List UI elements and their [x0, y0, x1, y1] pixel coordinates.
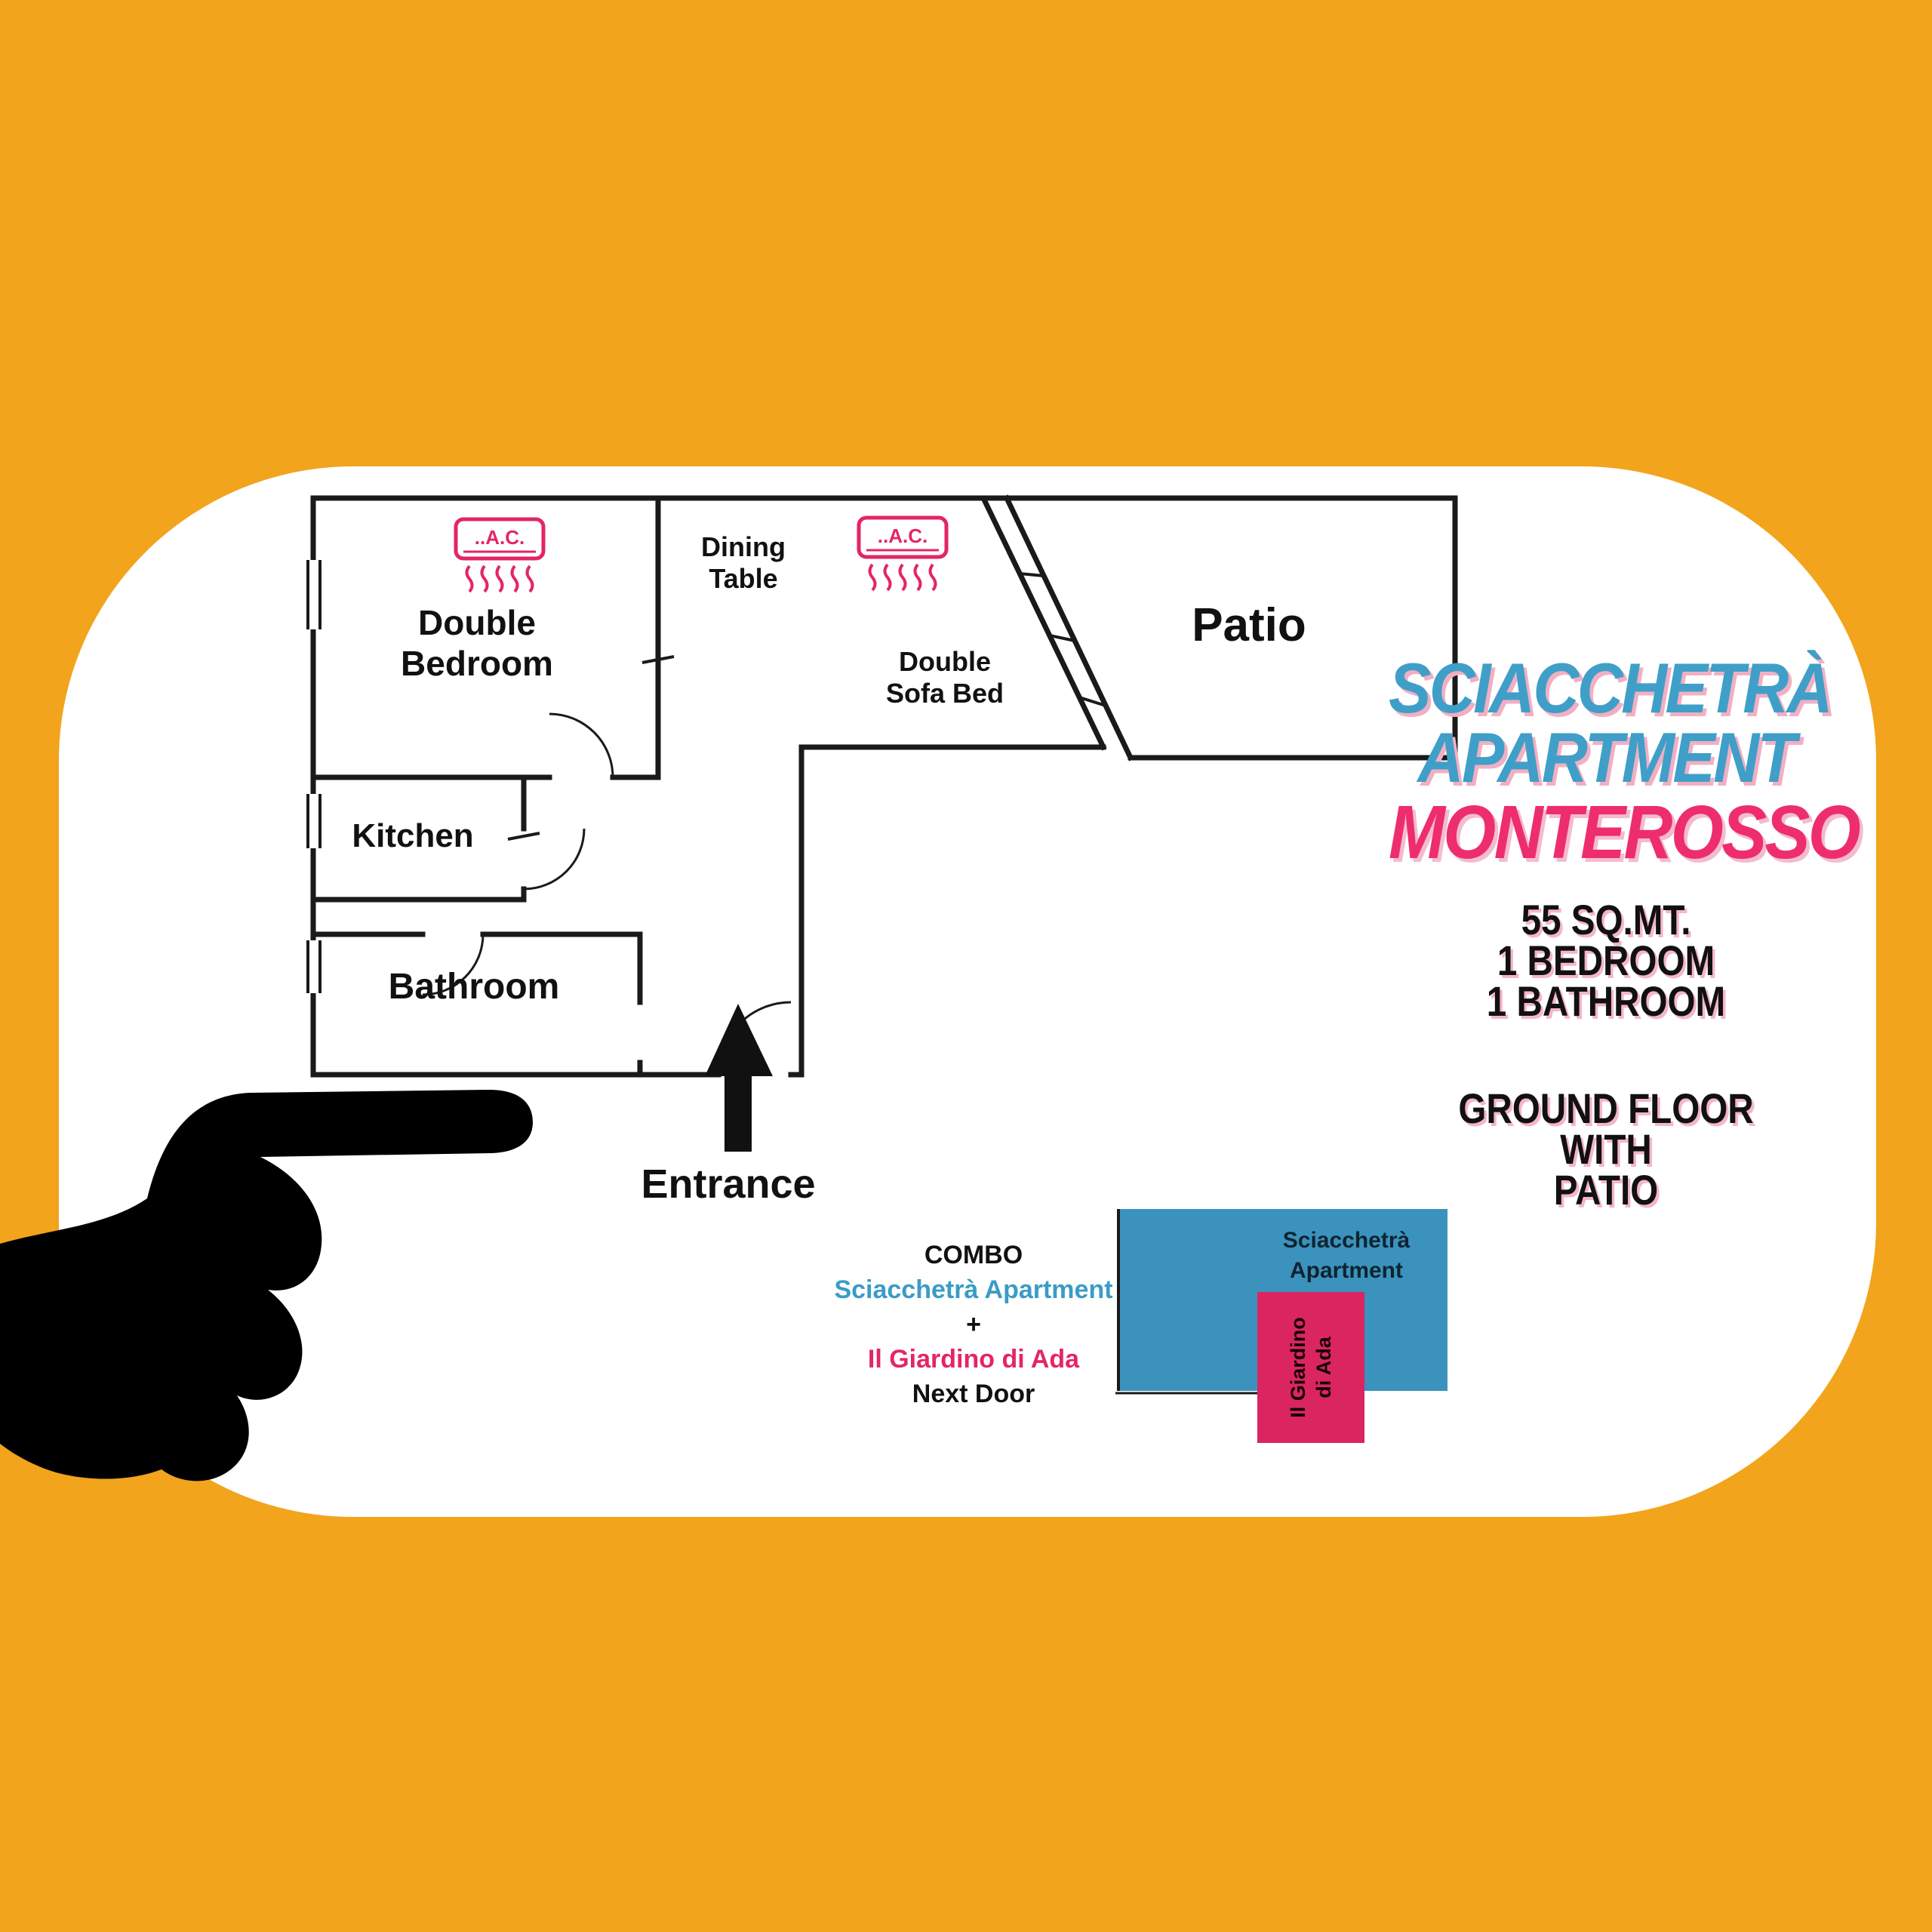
ac-unit-icon: ..A.C. — [856, 515, 949, 604]
entrance-label: Entrance — [641, 1161, 816, 1207]
combo-apartment-name: Sciacchetrà Apartment — [834, 1275, 1113, 1304]
room-label-dining-table: Dining Table — [701, 531, 786, 595]
entrance-arrow-icon — [705, 1004, 773, 1152]
pointing-hand-icon — [0, 1090, 533, 1481]
mini-map-label-line: di Ada — [1312, 1337, 1335, 1398]
combo-note: Next Door — [912, 1380, 1035, 1408]
room-label-line: Table — [709, 563, 778, 595]
spec-bathrooms: 1 BATHROOM — [1486, 977, 1726, 1025]
room-label-line: Bedroom — [401, 644, 553, 684]
ac-airflow-icon — [868, 563, 937, 592]
spec-bedrooms: 1 BEDROOM — [1497, 937, 1715, 984]
combo-plus: + — [966, 1310, 981, 1339]
room-label-line: Sofa Bed — [885, 678, 1004, 709]
floor-info-line3: PATIO — [1553, 1166, 1659, 1214]
floorplan-card — [59, 466, 1876, 1517]
room-label-patio: Patio — [1192, 599, 1306, 651]
room-label-line: Dining — [701, 531, 786, 562]
mini-map-label-line: Il Giardino — [1286, 1317, 1309, 1418]
floor-info-line2: WITH — [1560, 1125, 1652, 1173]
title-apartment-name-line2: APARTMENT — [1417, 718, 1797, 797]
room-label-bathroom: Bathroom — [388, 967, 560, 1007]
floor-info-line1: GROUND FLOOR — [1458, 1084, 1754, 1132]
mini-map-label-line: Sciacchetrà — [1282, 1228, 1411, 1253]
mini-map-garden-rect: Il Giardino di Ada — [1257, 1292, 1364, 1443]
combo-garden-name: Il Giardino di Ada — [867, 1345, 1080, 1374]
floor-plan-details — [507, 572, 1106, 841]
combo-block: COMBO Sciacchetrà Apartment + Il Giardin… — [826, 1238, 1121, 1411]
title-location: MONTEROSSO — [1389, 790, 1861, 875]
combo-heading: COMBO — [924, 1241, 1023, 1269]
window-symbols — [303, 560, 325, 993]
room-label-line: Double — [899, 646, 991, 677]
mini-map-label-line: Apartment — [1289, 1258, 1403, 1283]
title-block: SCIACCHETRÀ APARTMENT MONTEROSSO — [1364, 648, 1861, 875]
floor-plan-walls — [310, 494, 1458, 1078]
title-apartment-name-line1: SCIACCHETRÀ — [1389, 648, 1833, 728]
room-label-double-sofa-bed: Double Sofa Bed — [886, 646, 1004, 710]
spec-size: 55 SQ.MT. — [1521, 896, 1691, 943]
floor-info-block: GROUND FLOOR WITH PATIO — [1414, 1088, 1798, 1211]
specs-block: 55 SQ.MT. 1 BEDROOM 1 BATHROOM — [1414, 896, 1798, 1025]
mini-map-apartment-label: Sciacchetrà Apartment — [1256, 1226, 1437, 1286]
room-label-double-bedroom: Double Bedroom — [401, 602, 553, 685]
ac-unit-icon: ..A.C. — [453, 516, 546, 605]
ac-label: ..A.C. — [475, 526, 525, 549]
ac-label: ..A.C. — [878, 525, 928, 547]
room-label-line: Double — [418, 603, 536, 642]
mini-map-garden-label: Il Giardino di Ada — [1285, 1317, 1337, 1418]
room-label-kitchen: Kitchen — [352, 817, 474, 854]
ac-airflow-icon — [465, 565, 534, 593]
